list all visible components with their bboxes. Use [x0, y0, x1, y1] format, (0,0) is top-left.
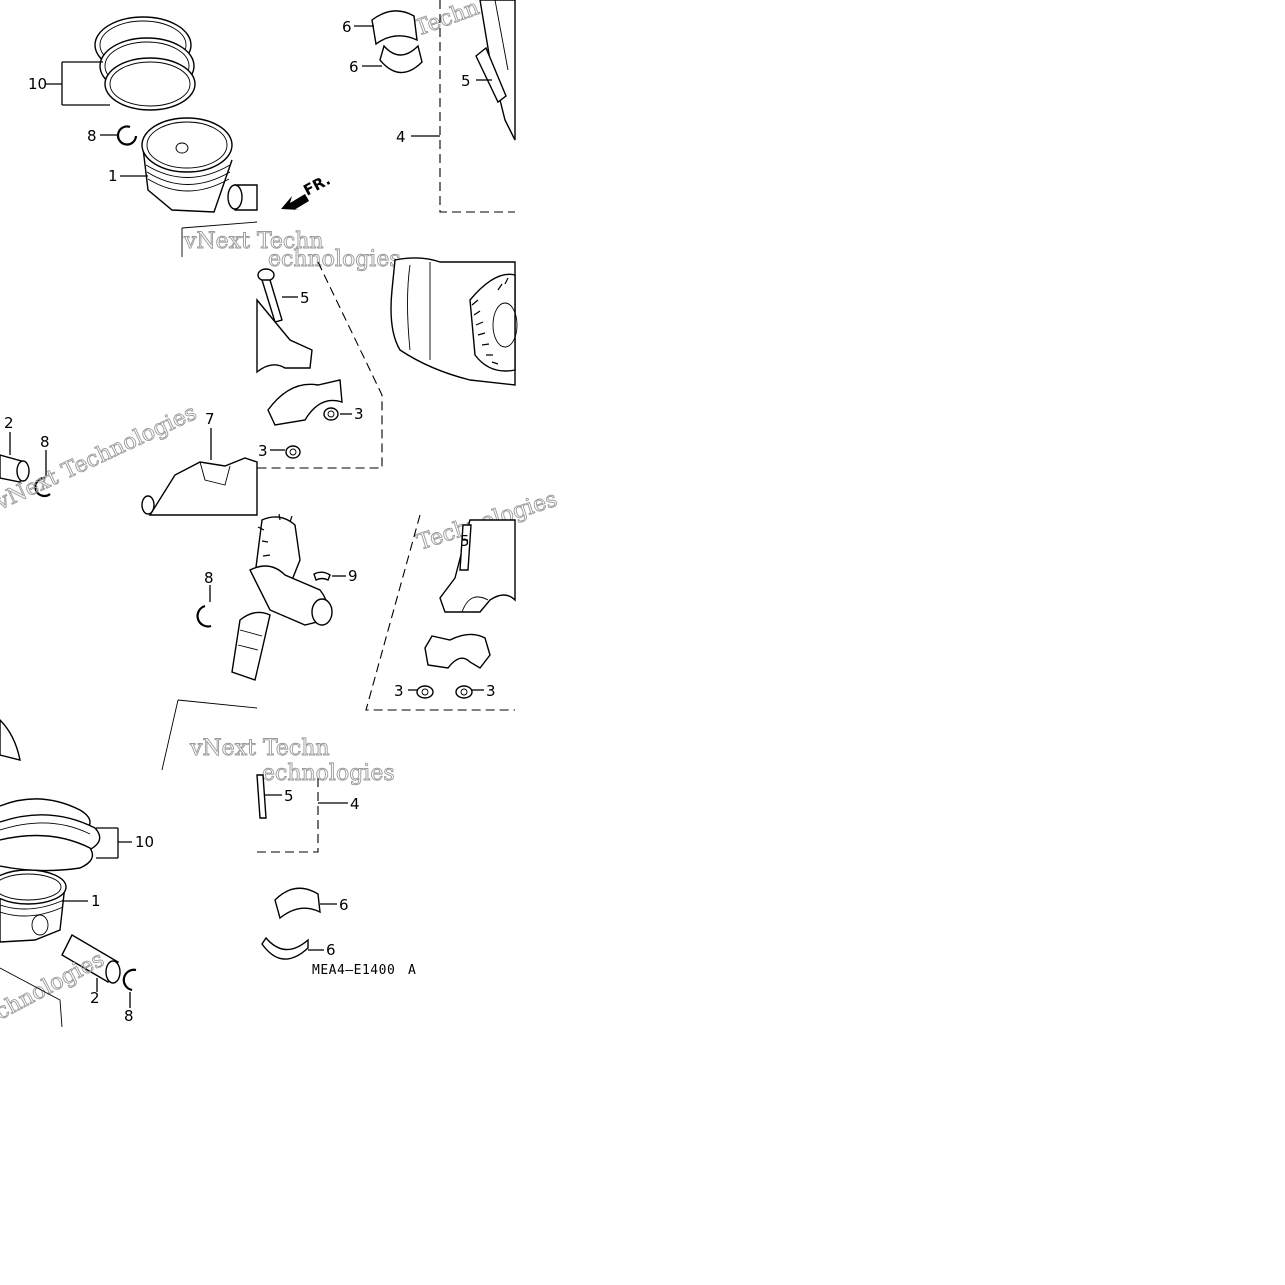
callout-1: 1 [108, 167, 118, 185]
clip-icon [116, 125, 138, 146]
watermark: echnologies [262, 761, 395, 786]
bearing-icon [371, 10, 418, 46]
piston-icon [0, 869, 67, 943]
callout-6: 6 [342, 18, 352, 36]
nut-icon [285, 445, 301, 459]
bolt-icon [475, 46, 507, 104]
callout-5: 5 [300, 289, 310, 307]
watermark: Techn [412, 0, 483, 42]
watermark: echnologies [268, 247, 401, 272]
callout-8: 8 [124, 1007, 134, 1025]
callout-5: 5 [460, 532, 470, 550]
connecting-rod-icon [479, 0, 516, 141]
callout-3: 3 [486, 682, 496, 700]
crankshaft-icon [390, 257, 518, 386]
piston-pin-icon [227, 184, 258, 211]
piston-icon [141, 117, 233, 213]
crankshaft-icon [141, 457, 258, 516]
bearing-icon [261, 936, 309, 960]
callout-5: 5 [461, 72, 471, 90]
callout-6: 6 [349, 58, 359, 76]
watermark: vNext Techn [189, 736, 330, 761]
clip-icon [196, 604, 212, 628]
watermark: vNext Techn [183, 229, 324, 254]
bolt-icon [256, 774, 267, 819]
callout-7: 7 [205, 410, 215, 428]
callout-1: 1 [91, 892, 101, 910]
piston-ring-icon [94, 16, 196, 111]
callout-3: 3 [394, 682, 404, 700]
callout-6: 6 [339, 896, 349, 914]
diagram-code: MEA4—E1400 [312, 963, 395, 978]
callout-10: 10 [28, 75, 47, 93]
piston-pin-icon [61, 934, 121, 984]
tile-pin-left: 2 8 vNext Technologies 7 [0, 400, 258, 516]
callout-4: 4 [350, 795, 360, 813]
diagram-code-suffix: A [408, 963, 416, 978]
tile-rod-right: Technologies 5 3 3 [365, 486, 561, 711]
woodruff-key-icon [313, 571, 331, 581]
bearing-icon [379, 44, 423, 74]
tile-bearings-top: Techn 6 6 5 4 FR. [281, 0, 516, 213]
connecting-rod-icon [439, 519, 516, 613]
callout-3: 3 [354, 405, 364, 423]
piston-pin-icon [0, 454, 30, 483]
callout-2: 2 [90, 989, 100, 1007]
callout-10: 10 [135, 833, 154, 851]
watermark: chnologies [0, 947, 108, 1025]
callout-6: 6 [326, 941, 336, 959]
bolt-icon [459, 524, 472, 571]
tile-crank-center: 8 9 vNext Techn [0, 513, 358, 771]
crankshaft-icon [231, 513, 333, 681]
callout-8: 8 [204, 569, 214, 587]
bearing-icon [274, 887, 321, 920]
tile-piston-bottom: 10 1 2 8 chnologies [0, 798, 154, 1028]
tile-rod-center: echnologies 5 3 3 [256, 247, 401, 469]
bolt-icon [257, 268, 283, 323]
front-arrow-icon: FR. [281, 171, 333, 210]
nut-icon [323, 407, 339, 421]
connecting-rod-icon [256, 298, 343, 426]
callout-8: 8 [40, 433, 50, 451]
callout-2: 2 [4, 414, 14, 432]
callout-5: 5 [284, 787, 294, 805]
bearing-icon [424, 633, 491, 669]
nut-icon [416, 685, 434, 699]
nut-icon [455, 685, 473, 699]
piston-ring-icon [0, 798, 101, 872]
callout-3: 3 [258, 442, 268, 460]
clip-icon [34, 476, 51, 498]
tile-piston-top: 10 8 1 vNext Techn [28, 16, 324, 257]
callout-4: 4 [396, 128, 406, 146]
callout-9: 9 [348, 567, 358, 585]
tile-bearings-bottom: echnologies 5 4 6 6 MEA4—E1400 A [256, 761, 416, 978]
callout-8: 8 [87, 127, 97, 145]
clip-icon [122, 968, 137, 992]
